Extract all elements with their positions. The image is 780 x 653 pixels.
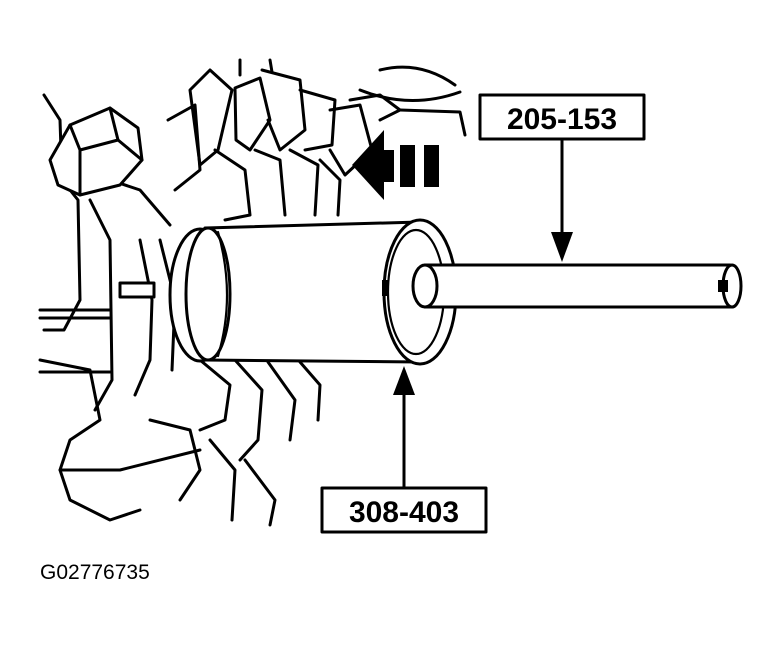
callout-label-205-153: 205-153 xyxy=(507,103,617,136)
callout-label-308-403: 308-403 xyxy=(349,496,459,529)
locating-pin xyxy=(118,281,156,299)
leader-arrowhead xyxy=(551,232,573,262)
cap-bolt xyxy=(48,106,144,197)
direction-arrow xyxy=(352,130,439,200)
callout-205-153: 205-153 xyxy=(478,93,646,262)
figure-id: G02776735 xyxy=(40,561,150,584)
installer-cylinder xyxy=(168,218,458,366)
leader-arrowhead xyxy=(393,366,415,395)
handle-rod xyxy=(411,263,743,309)
callout-308-403: 308-403 xyxy=(320,366,488,534)
callout-box-308-403 xyxy=(320,486,488,534)
housing-assembly xyxy=(38,58,467,527)
